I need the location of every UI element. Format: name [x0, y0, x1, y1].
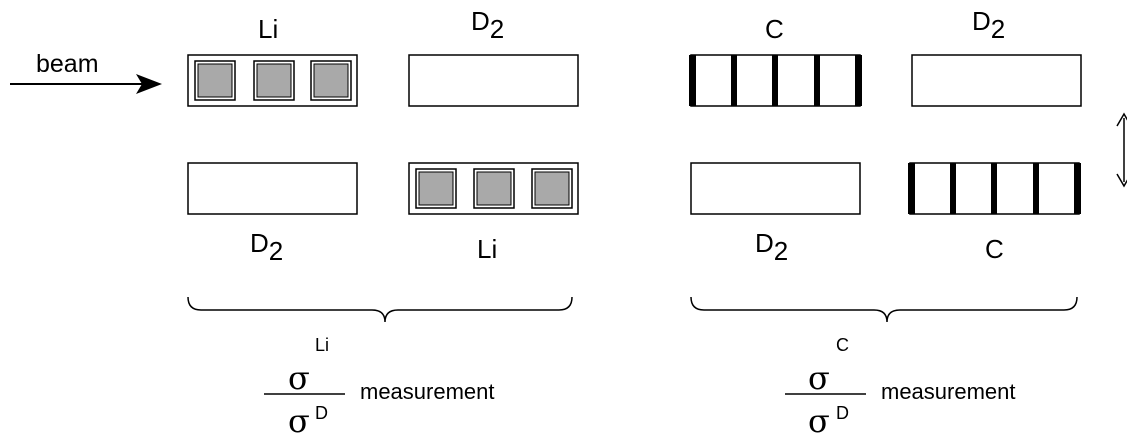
d2-label-subscript: 2 [489, 14, 505, 44]
d2-label-base: D [250, 228, 269, 258]
right-ratio-denominator-sup: D [836, 403, 849, 423]
left-measurement-label: measurement [360, 379, 495, 404]
position-swap-arrow [1116, 112, 1127, 188]
right-measurement-label: measurement [881, 379, 1016, 404]
right-ratio-numerator: σ [808, 359, 830, 397]
beam-arrow [10, 74, 162, 94]
d2-label-top-left: D2 [471, 6, 504, 42]
right-ratio-denominator: σ [808, 402, 830, 440]
left-ratio-numerator-sup: Li [315, 335, 330, 355]
li-target-bottom [408, 162, 579, 215]
d2-label-subscript: 2 [773, 236, 789, 266]
d2-label-bottom-right: D2 [755, 228, 788, 264]
left-ratio-denominator-sup: D [315, 403, 328, 423]
left-brace [187, 296, 573, 323]
d2-target-bottom-right [690, 162, 861, 215]
c-label-bottom: C [985, 234, 1004, 264]
d2-label-base: D [471, 6, 490, 36]
c-label-top: C [765, 14, 784, 44]
d2-label-subscript: 2 [990, 14, 1006, 44]
d2-label-base: D [972, 6, 991, 36]
li-target-top [187, 54, 358, 107]
c-target-bottom [908, 162, 1081, 215]
right-brace [690, 296, 1078, 323]
left-ratio-denominator: σ [288, 402, 310, 440]
right-ratio-numerator-sup: C [836, 335, 849, 355]
d2-target-top-right [911, 54, 1082, 107]
c-target-top [689, 54, 862, 107]
d2-label-base: D [755, 228, 774, 258]
left-ratio-numerator: σ [288, 359, 310, 397]
beam-label: beam [36, 50, 99, 78]
d2-label-subscript: 2 [268, 236, 284, 266]
li-label-bottom: Li [477, 234, 498, 264]
li-label-top: Li [258, 14, 279, 44]
d2-target-bottom-left [187, 162, 358, 215]
d2-target-top-left [408, 54, 579, 107]
d2-label-bottom-left: D2 [250, 228, 283, 264]
d2-label-top-right: D2 [972, 6, 1005, 42]
